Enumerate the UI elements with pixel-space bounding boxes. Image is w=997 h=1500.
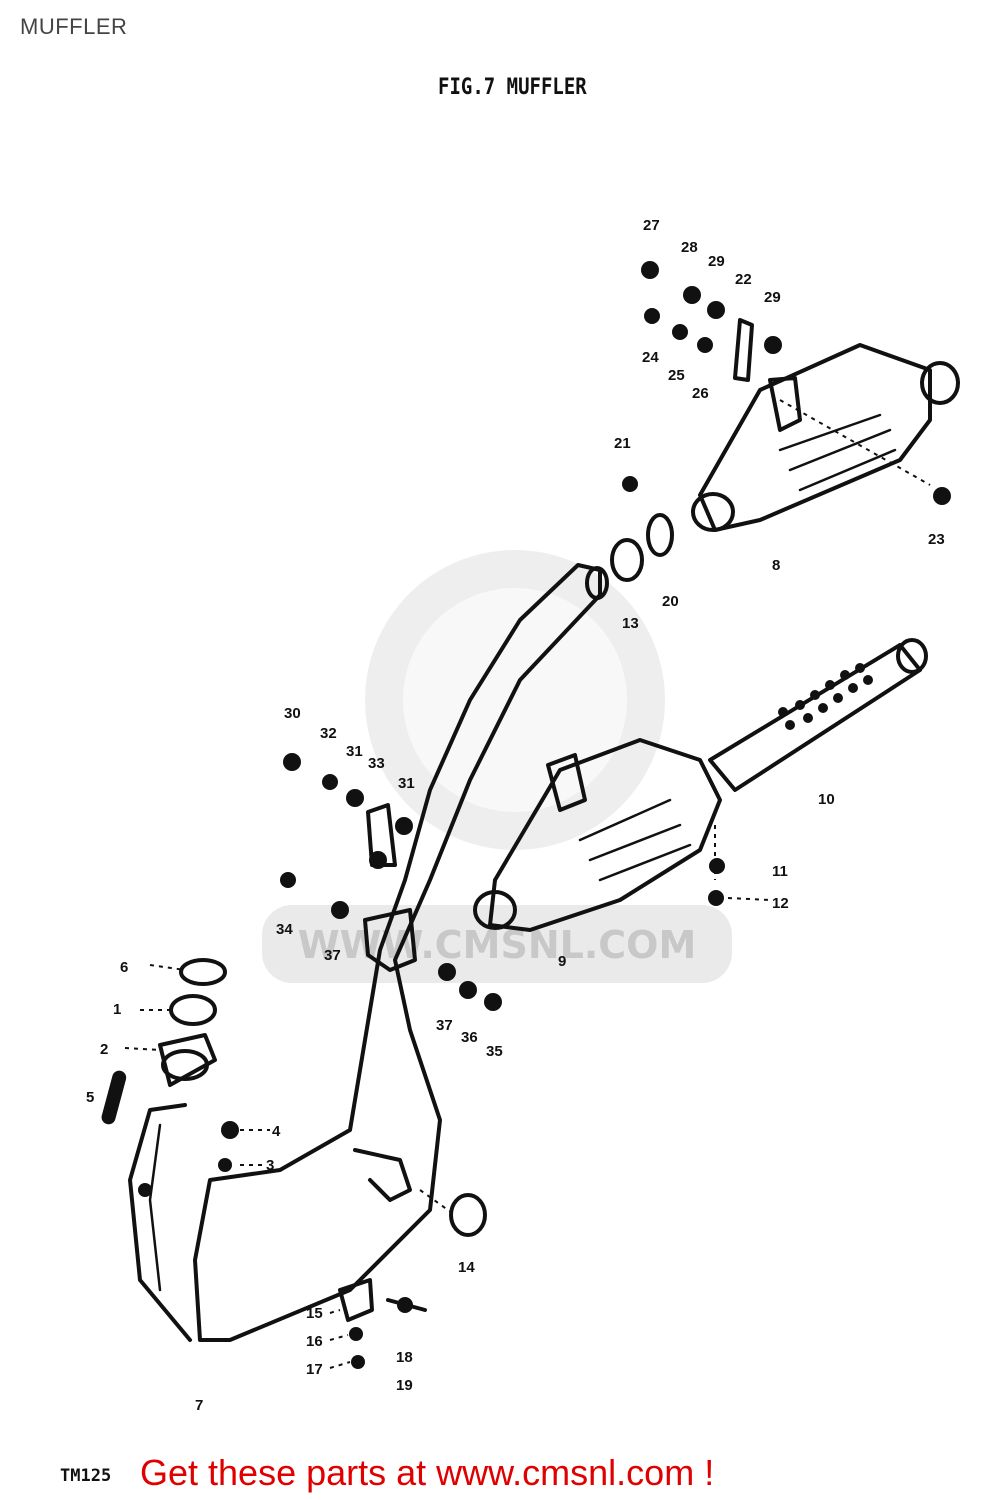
label-22: 22 [735, 271, 752, 288]
label-32: 32 [320, 725, 337, 742]
label-29a: 29 [708, 253, 725, 270]
label-28: 28 [681, 239, 698, 256]
label-30: 30 [284, 705, 301, 722]
label-16: 16 [306, 1333, 323, 1350]
page-title: MUFFLER [20, 14, 128, 39]
label-27: 27 [643, 217, 660, 234]
label-31a: 31 [346, 743, 363, 760]
upper-muffler [691, 343, 960, 532]
label-13: 13 [622, 615, 639, 632]
label-3: 3 [266, 1157, 274, 1174]
label-26: 26 [692, 385, 709, 402]
label-5: 5 [86, 1089, 94, 1106]
label-9-muffler: 9 [558, 953, 566, 970]
tail-pipe [708, 638, 928, 792]
label-35: 35 [486, 1043, 503, 1060]
fasteners [138, 261, 951, 1369]
lower-muffler [473, 738, 722, 932]
label-7: 7 [195, 1397, 203, 1414]
exhaust-pipe [128, 563, 609, 1342]
label-11: 11 [772, 863, 788, 880]
label-31b: 31 [398, 775, 415, 792]
label-37b: 37 [436, 1017, 453, 1034]
label-24: 24 [642, 349, 659, 366]
label-25: 25 [668, 367, 685, 384]
clamps-and-brackets [338, 318, 754, 1322]
model-code: TM125 [60, 1466, 112, 1486]
label-17: 17 [306, 1361, 323, 1378]
label-18: 18 [396, 1349, 413, 1366]
label-8: 8 [772, 557, 780, 574]
label-37a: 37 [324, 947, 341, 964]
label-19: 19 [396, 1377, 413, 1394]
label-4: 4 [272, 1123, 281, 1140]
label-29b: 29 [764, 289, 781, 306]
watermark: WWW.CMSNL.COM [262, 550, 732, 983]
label-34: 34 [276, 921, 293, 938]
label-14: 14 [458, 1259, 475, 1276]
part-labels: 27 28 29 22 29 24 25 26 21 23 8 20 13 30… [86, 217, 945, 1414]
label-10: 10 [818, 791, 835, 808]
label-15: 15 [306, 1305, 323, 1322]
label-6: 6 [120, 959, 128, 976]
gasket-set [101, 958, 227, 1125]
label-2: 2 [100, 1041, 108, 1058]
label-12: 12 [772, 895, 789, 912]
label-23: 23 [928, 531, 945, 548]
label-36: 36 [461, 1029, 478, 1046]
figure-title: FIG.7 MUFFLER [438, 74, 587, 100]
label-21: 21 [614, 435, 631, 452]
buy-parts-link[interactable]: Get these parts at www.cmsnl.com ! [140, 1452, 715, 1493]
label-20: 20 [662, 593, 679, 610]
label-33: 33 [368, 755, 385, 772]
label-1: 1 [113, 1001, 121, 1018]
leader-lines [124, 399, 931, 1369]
